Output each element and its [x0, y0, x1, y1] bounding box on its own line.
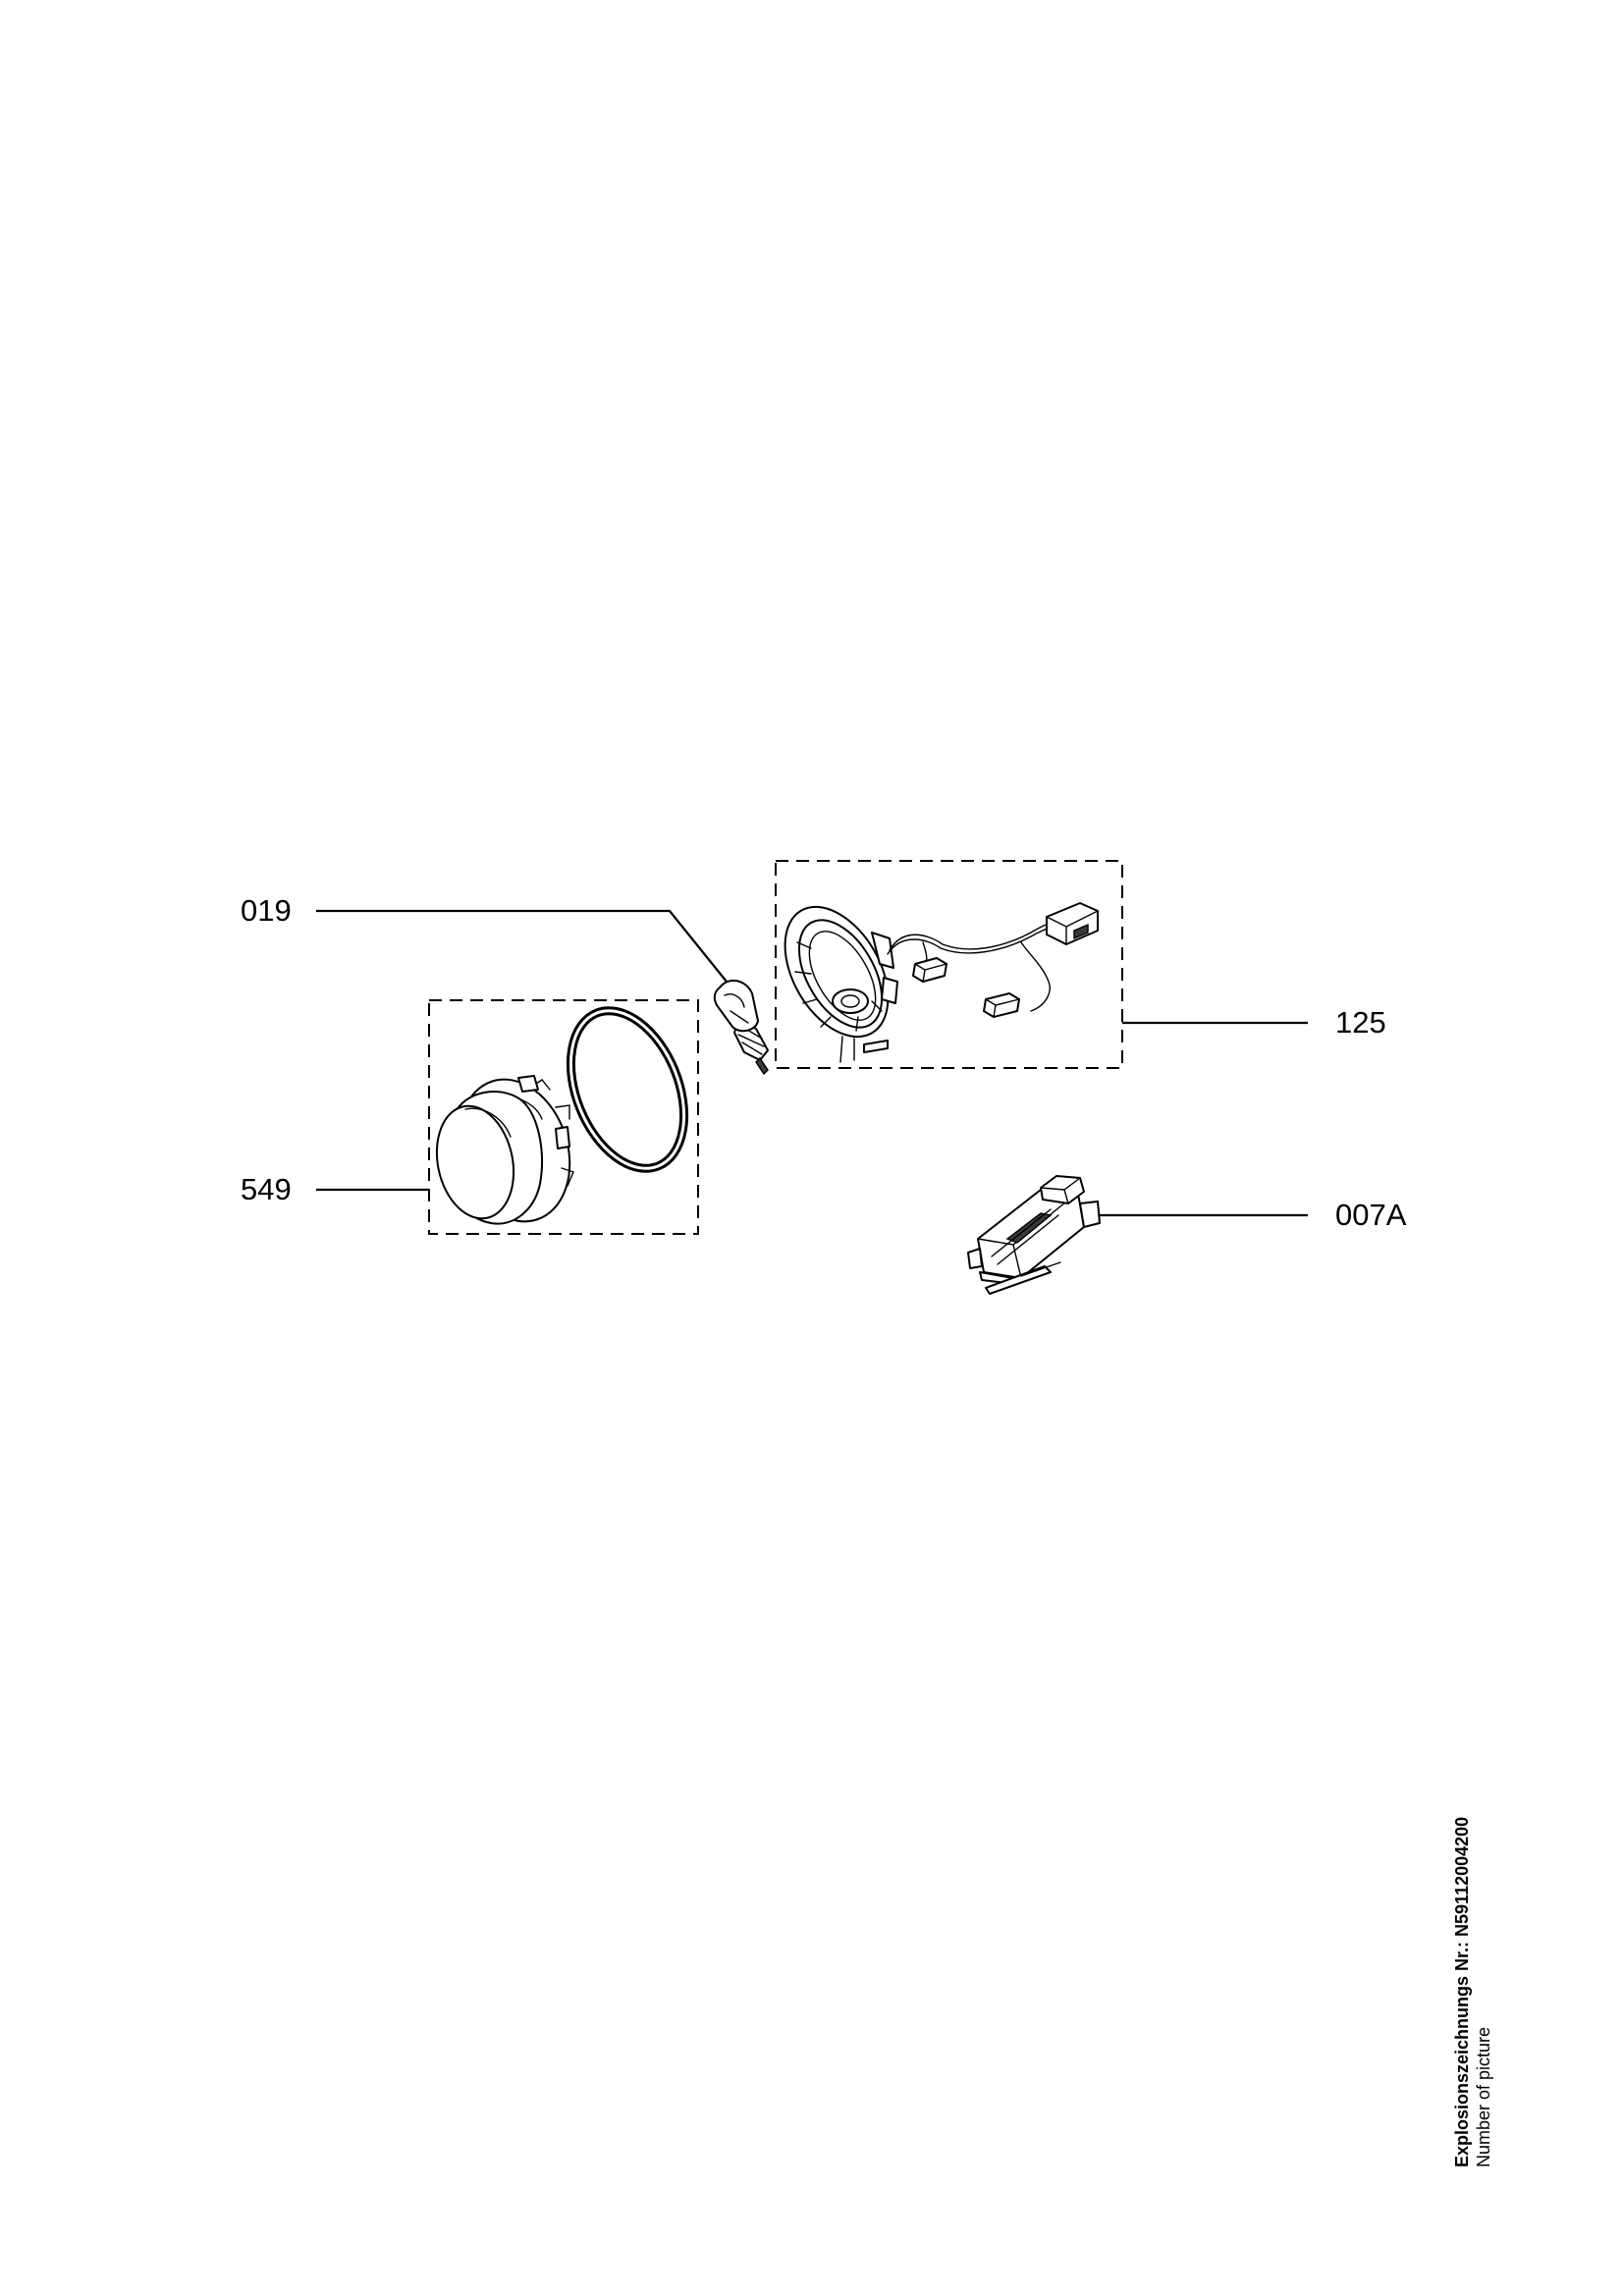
part-019-group: 019: [241, 893, 769, 1076]
gasket-illustration: [566, 1006, 689, 1173]
lamp-holder-illustration: [784, 902, 1099, 1063]
bulb-illustration: [713, 979, 769, 1076]
group-box-549: [428, 999, 699, 1235]
part-549-group: 549: [241, 999, 699, 1235]
part-label-125: 125: [1335, 1005, 1386, 1040]
drawing-number-label: Number of picture: [1474, 2026, 1493, 2167]
part-125-group: 125: [775, 860, 1386, 1069]
group-box-125: [775, 860, 1123, 1069]
leader-line-019: [316, 909, 728, 983]
part-label-549: 549: [241, 1172, 292, 1206]
lamp-cover-illustration: [435, 1075, 574, 1225]
part-label-019: 019: [241, 893, 292, 928]
part-label-007A: 007A: [1335, 1198, 1407, 1232]
part-007A-group: 007A: [967, 1175, 1407, 1295]
drawing-caption: Explosionszeichnungs Nr.: N59112004200 N…: [1451, 1817, 1494, 2167]
switch-illustration: [967, 1175, 1101, 1295]
drawing-number: Explosionszeichnungs Nr.: N59112004200: [1452, 1816, 1472, 2167]
